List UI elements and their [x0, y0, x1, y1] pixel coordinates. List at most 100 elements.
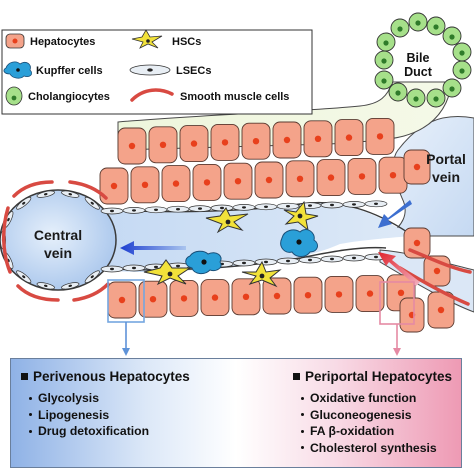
cholangiocyte-cell [406, 88, 426, 108]
lsec-cell [188, 205, 212, 212]
cholangiocyte-cell [376, 32, 396, 52]
portal-vein-label-line1: Portal [426, 151, 466, 167]
perivenous-title: Perivenous Hepatocytes [21, 369, 236, 384]
lsec-cell [100, 265, 124, 273]
bullet-dot-icon [301, 396, 304, 400]
periportal-item-text: Oxidative function [310, 391, 417, 405]
lsec-cell [36, 190, 55, 198]
hepatocyte-cell [223, 162, 253, 200]
cholangiocyte-cell [426, 16, 446, 36]
cholangiocyte-cell [426, 88, 446, 108]
lsec-cell [166, 205, 190, 213]
hepatocyte-cell [231, 278, 261, 316]
perivenous-title-text: Perivenous Hepatocytes [33, 369, 190, 384]
lsec-cell [61, 282, 80, 290]
bullet-dot-icon [29, 413, 32, 417]
zonation-function-box: Perivenous Hepatocytes Glycolysis Lipoge… [10, 358, 462, 468]
perivenous-column: Perivenous Hepatocytes Glycolysis Lipoge… [21, 369, 236, 440]
cholangiocyte-cell [374, 50, 394, 70]
smooth-muscle-legend-icon [130, 88, 174, 102]
hepatocyte-cell [316, 159, 346, 197]
lsec-cell [342, 254, 366, 262]
bile-duct-label-line1: Bile [407, 51, 430, 65]
hepatocyte-cell [169, 279, 199, 317]
lsec-cell [100, 207, 124, 215]
lsec-cell [276, 257, 300, 265]
bullet-dot-icon [301, 429, 304, 433]
cholangiocyte-cell [390, 18, 410, 38]
hepatocyte-cell [365, 117, 395, 155]
cholangiocyte-cell [442, 78, 462, 98]
hepatocyte-cell [117, 127, 147, 165]
bile-duct-label-line2: Duct [404, 65, 433, 79]
legend-label-smooth-muscle: Smooth muscle cells [180, 91, 289, 103]
perivenous-item-text: Lipogenesis [38, 407, 110, 422]
hepatocyte-cell [285, 160, 315, 198]
list-item: FA β-oxidation [301, 423, 463, 440]
periportal-function-list: Oxidative function Gluconeogenesis FA β-… [293, 390, 463, 456]
central-vein [0, 189, 117, 291]
bullet-dot-icon [301, 446, 304, 450]
lsec-cell [364, 200, 388, 208]
hepatocyte-cell [355, 275, 385, 313]
periportal-title-text: Periportal Hepatocytes [305, 369, 453, 384]
list-item: Gluconeogenesis [301, 407, 463, 424]
lsec-cell [254, 203, 278, 211]
hepatocyte-cell [200, 279, 230, 317]
lsec-legend-icon [129, 64, 171, 76]
portal-vein-label-line2: vein [432, 169, 460, 185]
hepatocyte-cell [99, 167, 129, 205]
periportal-column: Periportal Hepatocytes Oxidative functio… [293, 369, 463, 456]
cholangiocyte-cell [452, 42, 472, 62]
lsec-cell [144, 206, 168, 214]
hepatocyte-legend-icon [5, 33, 25, 49]
lsec-cell [36, 282, 55, 290]
hepatocyte-cell [179, 125, 209, 163]
legend: Hepatocytes HSCs Kupffer cells LSECs [1, 29, 313, 115]
hepatocyte-cell [161, 165, 191, 203]
lsec-cell [254, 258, 278, 266]
kupffer-legend-icon [3, 61, 32, 79]
square-bullet-icon [293, 373, 300, 380]
hepatocyte-cell [138, 280, 168, 318]
hepatocyte-cell [130, 166, 160, 204]
lsec-cell [320, 255, 344, 263]
cholangiocyte-legend-icon [5, 86, 23, 106]
cholangiocyte-cell [408, 12, 428, 32]
legend-label-hscs: HSCs [172, 36, 201, 48]
legend-label-cholangiocytes: Cholangiocytes [28, 91, 110, 103]
legend-label-kupffer: Kupffer cells [36, 65, 103, 77]
hepatocyte-cell [293, 276, 323, 314]
list-item: Glycolysis [29, 390, 236, 407]
lsec-cell [16, 196, 32, 210]
periportal-item-text: FA β-oxidation [310, 424, 395, 438]
list-item: Lipogenesis [29, 407, 236, 424]
legend-label-lsecs: LSECs [176, 65, 211, 77]
lsec-cell [122, 264, 146, 272]
periportal-item-text: Cholesterol synthesis [310, 440, 437, 455]
hsc-legend-icon [131, 29, 163, 49]
hepatocyte-cell [241, 122, 271, 160]
lsec-cell [122, 207, 146, 214]
hepatocyte-cell [254, 161, 284, 199]
hepatocyte-cell [347, 157, 377, 195]
lsec-cell [16, 270, 32, 284]
hepatocyte-cell [210, 123, 240, 161]
hepatocyte-cell [192, 163, 222, 201]
cholangiocyte-cell [374, 70, 394, 90]
lsec-cell [84, 196, 100, 210]
central-vein-label-line1: Central [34, 227, 82, 243]
hepatocyte-cell [403, 149, 431, 185]
lsec-cell [84, 270, 100, 284]
lsec-cell [232, 259, 256, 267]
hepatocyte-cell [334, 119, 364, 157]
lsec-cell [320, 201, 344, 209]
legend-label-hepatocytes: Hepatocytes [30, 36, 95, 48]
lsec-cell [61, 190, 80, 198]
bullet-dot-icon [301, 413, 304, 417]
lsec-cell [210, 204, 234, 212]
square-bullet-icon [21, 373, 28, 380]
flow-arrows [120, 200, 420, 286]
list-item: Cholesterol synthesis [301, 440, 463, 457]
